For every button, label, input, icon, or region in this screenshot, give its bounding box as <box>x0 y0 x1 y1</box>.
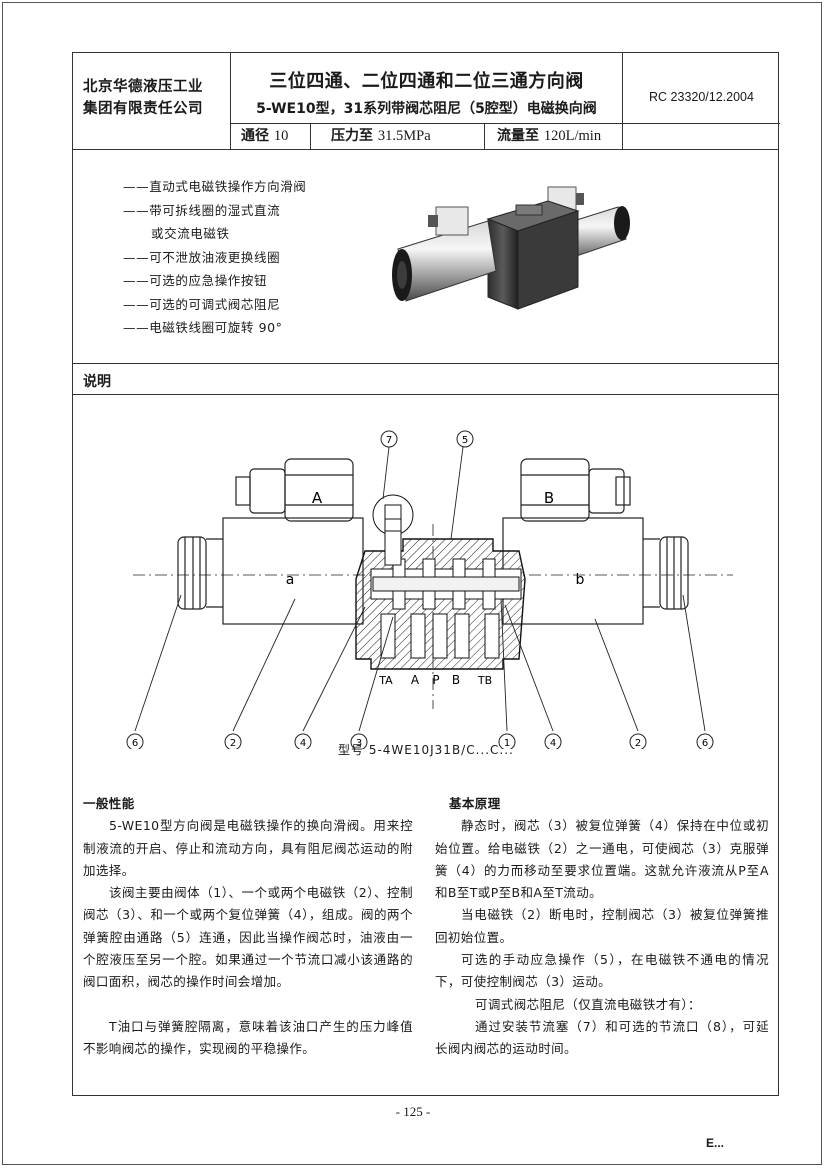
connector-screw-right <box>615 476 631 506</box>
pressure-value: 31.5MPa <box>377 128 431 144</box>
right-column: 基本原理 静态时，阀芯（3）被复位弹簧（4）保持在中位或初始位置。给电磁铁（2）… <box>435 793 769 1061</box>
spec-pressure: 压力至 31.5MPa <box>311 124 485 149</box>
spacer <box>83 994 413 1016</box>
end-label-b: b <box>576 572 585 588</box>
center-block-photo <box>486 200 580 310</box>
general-performance-heading: 一般性能 <box>83 796 135 811</box>
port-label-tb: TB <box>477 674 492 687</box>
solenoid-label-b: B <box>544 489 554 507</box>
header-divider <box>73 149 778 150</box>
datasheet-frame: 北京华德液压工业 集团有限责任公司 三位四通、二位四通和二位三通方向阀 5-WE… <box>72 52 780 1096</box>
page-number: - 125 - <box>395 1104 431 1119</box>
section-title: 说明 <box>83 374 111 390</box>
basic-principle-heading: 基本原理 <box>449 796 501 811</box>
feature-item: ——可不泄放油液更换线圈 <box>123 249 281 265</box>
valve-body-section <box>355 494 526 670</box>
paragraph: 静态时，阀芯（3）被复位弹簧（4）保持在中位或初始位置。给电磁铁（2）之一通电，… <box>435 818 769 901</box>
bore-value: 10 <box>273 128 289 144</box>
paragraph: T油口与弹簧腔隔离，意味着该油口产生的压力峰值不影响阀芯的操作，实现阀的平稳操作… <box>83 1018 413 1056</box>
paragraph: 5-WE10型方向阀是电磁铁操作的换向滑阀。用来控制液流的开启、停止和流动方向，… <box>83 818 413 878</box>
features-divider <box>73 363 778 364</box>
callout-2-left: 2 <box>230 738 236 749</box>
company-name: 北京华德液压工业 集团有限责任公司 <box>73 53 231 149</box>
pressure-label: 压力至 <box>331 128 373 144</box>
title-box: 三位四通、二位四通和二位三通方向阀 5-WE10型，31系列带阀芯阻尼（5腔型）… <box>231 53 623 124</box>
feature-item: ——电磁铁线圈可旋转 90° <box>123 320 283 335</box>
feature-item: ——直动式电磁铁操作方向滑阀 <box>123 179 307 194</box>
feature-item: ——带可拆线圈的湿式直流 <box>123 202 281 218</box>
paragraph: 可调式阀芯阻尼（仅直流电磁铁才有）： <box>475 996 701 1012</box>
valve-cross-section-drawing: A B a b TA A P B TB <box>126 430 733 749</box>
end-label-a: a <box>286 572 295 588</box>
spool <box>372 576 520 592</box>
coil-connector-b <box>520 458 590 522</box>
sub-title: 5-WE10型，31系列带阀芯阻尼（5腔型）电磁换向阀 <box>256 101 597 117</box>
section-divider <box>73 394 778 395</box>
callout-2-right: 2 <box>635 738 641 749</box>
bore-label: 通径 <box>241 128 269 144</box>
feature-item: ——可选的应急操作按钮 <box>123 273 268 288</box>
callout-7: 7 <box>386 435 392 446</box>
solenoid-label-a: A <box>312 489 323 507</box>
footer-mark: E... <box>706 1136 725 1150</box>
callout-3: 3 <box>356 738 362 749</box>
paragraph: 当电磁铁（2）断电时，控制阀芯（3）被复位弹簧推回初始位置。 <box>435 907 769 945</box>
port-label-a: A <box>411 673 420 687</box>
drawing-caption: 型号 5-4WE10J31B/C...C... <box>338 743 514 757</box>
paragraph: 可选的手动应急操作（5），在电磁铁不通电的情况下，可使控制阀芯（3）运动。 <box>435 952 769 990</box>
main-title: 三位四通、二位四通和二位三通方向阀 <box>269 71 584 92</box>
company-line-2: 集团有限责任公司 <box>83 101 203 117</box>
connector-screw-left <box>235 476 251 506</box>
callout-4-right: 4 <box>550 738 556 749</box>
callout-1: 1 <box>504 738 510 749</box>
document-number: RC 23320/12.2004 <box>623 53 780 124</box>
paragraph: 通过安装节流塞（7）和可选的节流口（8），可延长阀内阀芯的运动时间。 <box>435 1018 769 1057</box>
spec-bore: 通径 10 <box>231 124 311 149</box>
feature-item: ——可选的可调式阀芯阻尼 <box>123 296 281 312</box>
port-label-ta: TA <box>378 674 393 687</box>
callout-4-left: 4 <box>300 738 306 749</box>
flow-value: 120L/min <box>543 128 602 144</box>
spec-flow: 流量至 120L/min <box>485 124 623 149</box>
company-line-1: 北京华德液压工业 <box>83 79 203 95</box>
port-label-p: P <box>432 673 439 687</box>
solenoid-body-left <box>222 517 364 625</box>
callout-6-right: 6 <box>702 738 708 749</box>
paragraph: 该阀主要由阀体（1）、一个或两个电磁铁（2）、控制阀芯（3）、和一个或两个复位弹… <box>83 885 413 990</box>
port-label-b: B <box>452 673 460 687</box>
valve-product-photo <box>392 186 630 310</box>
callout-6-left: 6 <box>132 738 138 749</box>
left-solenoid-photo <box>392 206 497 302</box>
flow-label: 流量至 <box>497 128 539 144</box>
callout-5: 5 <box>462 435 468 446</box>
end-cap-left <box>177 536 207 610</box>
feature-item: 或交流电磁铁 <box>151 226 230 241</box>
left-column: 一般性能 5-WE10型方向阀是电磁铁操作的换向滑阀。用来控制液流的开启、停止和… <box>83 793 413 1060</box>
feature-list: ——直动式电磁铁操作方向滑阀 ——带可拆线圈的湿式直流 或交流电磁铁 ——可不泄… <box>123 175 306 340</box>
